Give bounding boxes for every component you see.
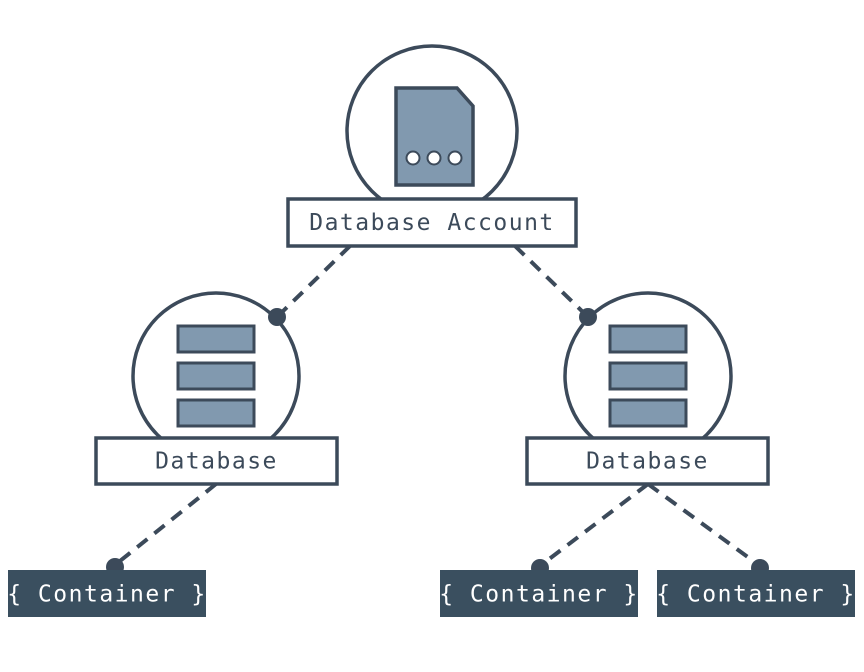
document-icon-dot-1: [405, 150, 421, 166]
edge-database-left-to-container-1: [113, 482, 218, 567]
database-right-label-box: [525, 436, 770, 486]
container-3-box: [657, 570, 855, 617]
endpoint-dot-database-right: [579, 308, 597, 326]
edge-database-right-to-container-2: [538, 482, 650, 568]
document-icon-dot-2: [426, 150, 442, 166]
container-2-box: [440, 570, 638, 617]
database-left-bar-2: [176, 361, 256, 391]
database-right-bar-2: [608, 361, 688, 391]
database-right-bar-1: [608, 324, 688, 354]
database-right-label: Database: [586, 449, 709, 475]
edge-account-to-database-left: [275, 244, 352, 319]
database-left-bar-1: [176, 324, 256, 354]
database-left-label: Database: [155, 449, 278, 475]
node-database-left[interactable]: Database: [94, 291, 339, 486]
container-1-label: { Container }: [7, 582, 207, 608]
edge-account-to-database-right: [513, 244, 590, 319]
document-icon-dot-3: [447, 150, 463, 166]
node-container-3[interactable]: { Container }: [656, 570, 856, 617]
account-label-box: [286, 197, 578, 248]
node-database-account[interactable]: Database Account: [286, 44, 578, 248]
document-icon: [394, 86, 475, 187]
container-3-label: { Container }: [656, 582, 856, 608]
edge-layer: [113, 244, 762, 568]
node-container-1[interactable]: { Container }: [7, 570, 207, 617]
container-1-box: [8, 570, 206, 617]
database-left-label-box: [94, 436, 339, 486]
node-container-2[interactable]: { Container }: [439, 570, 639, 617]
account-label: Database Account: [309, 210, 555, 236]
database-left-bar-3: [176, 398, 256, 428]
node-database-right[interactable]: Database: [525, 291, 770, 486]
database-right-bar-3: [608, 398, 688, 428]
endpoint-dot-database-left: [268, 308, 286, 326]
edge-database-right-to-container-3: [646, 482, 762, 568]
container-2-label: { Container }: [439, 582, 639, 608]
